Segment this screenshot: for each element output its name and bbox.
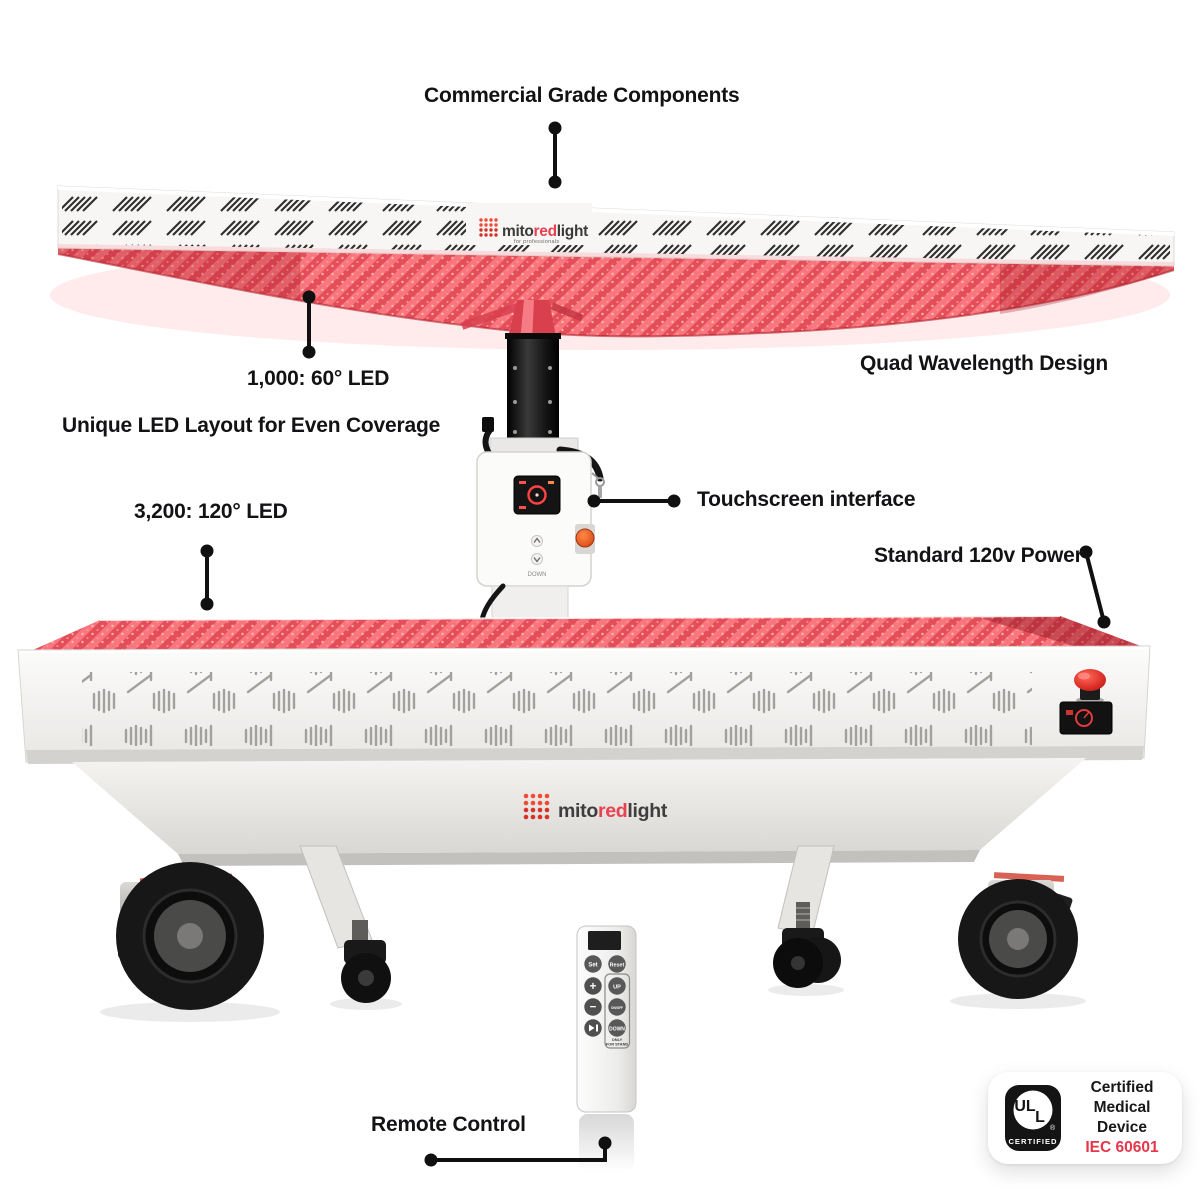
remote-mid-label: ON/OFF bbox=[611, 1006, 623, 1010]
canopy-led-underside bbox=[57, 248, 1175, 338]
brand-red: red bbox=[534, 223, 557, 240]
label-led-120: 3,200: 120° LED bbox=[134, 500, 288, 523]
remote-reset-label: Reset bbox=[610, 963, 625, 969]
lift-column: DOWN bbox=[460, 300, 605, 623]
brand-dot-grid-icon bbox=[479, 218, 498, 237]
canopy-top-highlight bbox=[58, 186, 1174, 236]
callout-line-led60 bbox=[302, 290, 316, 359]
bed-side-display bbox=[1059, 701, 1113, 735]
remote-up-label: UP bbox=[613, 985, 621, 991]
brand-light: light bbox=[557, 223, 588, 240]
ul-certified-logo: UL L ® CERTIFIED bbox=[1005, 1085, 1061, 1151]
bed-vents bbox=[82, 672, 1032, 746]
actuator-column bbox=[507, 336, 559, 448]
remote-down-button bbox=[608, 1019, 626, 1037]
caster-wheel-large-left bbox=[116, 862, 264, 1010]
touchscreen-display bbox=[513, 475, 561, 515]
callout-line-led120 bbox=[200, 544, 214, 611]
remote-screen bbox=[588, 931, 621, 950]
canopy-brand-logo: mitoredlight for professionals bbox=[466, 203, 592, 245]
caster-wheel-small-left bbox=[341, 920, 391, 1003]
remote-minus-button bbox=[584, 998, 602, 1016]
base-skirt bbox=[72, 758, 1086, 854]
play-pause-icon bbox=[589, 1024, 598, 1032]
remote-set-label: Set bbox=[588, 963, 597, 969]
remote-reset-button bbox=[608, 955, 626, 973]
estop-mushroom-button bbox=[1074, 669, 1106, 691]
canopy-light-bleed bbox=[58, 244, 1174, 266]
certification-text: Certified Medical Device IEC 60601 bbox=[1074, 1078, 1170, 1159]
skirt-brand-logo: mitoredlight bbox=[523, 793, 668, 822]
remote-stand-note: ONLY bbox=[612, 1037, 623, 1042]
remote-set-button bbox=[584, 955, 602, 973]
control-box: DOWN bbox=[476, 451, 605, 587]
down-arrow-icon bbox=[533, 557, 541, 563]
ul-certified-text: CERTIFIED bbox=[1008, 1137, 1057, 1146]
cert-line-1: Certified bbox=[1090, 1078, 1154, 1096]
up-arrow-icon bbox=[533, 537, 541, 543]
remote-control: Set Reset + − UP ON/OFF DOWN ONL bbox=[576, 925, 637, 1172]
svg-text:L: L bbox=[1035, 1109, 1045, 1126]
brand-mito: mito bbox=[558, 800, 598, 822]
brand-dot-grid-icon bbox=[523, 793, 550, 820]
brand-red: red bbox=[598, 800, 627, 822]
brand-light: light bbox=[627, 800, 667, 822]
column-strut-right bbox=[550, 302, 584, 322]
label-quad-wavelength: Quad Wavelength Design bbox=[860, 352, 1109, 375]
lift-buttons: DOWN bbox=[528, 535, 547, 578]
brand-wordmark: mitoredlight bbox=[502, 223, 588, 240]
skirt-bottom-edge bbox=[178, 850, 980, 866]
callout-line-commercial bbox=[548, 121, 562, 189]
remote-mid-button bbox=[608, 998, 626, 1016]
remote-plus-button bbox=[584, 977, 602, 995]
actuator-screws bbox=[513, 366, 552, 434]
cert-line-3: Device bbox=[1097, 1119, 1147, 1136]
label-remote-control: Remote Control bbox=[371, 1113, 526, 1136]
callout-line-remote bbox=[424, 1136, 612, 1167]
canopy-panel: mitoredlight for professionals bbox=[50, 185, 1175, 350]
caster-wheel-small-right bbox=[773, 902, 841, 988]
cert-standard: IEC 60601 bbox=[1085, 1139, 1159, 1157]
cert-line-2: Medical bbox=[1093, 1098, 1151, 1116]
lower-column bbox=[491, 585, 569, 623]
caster-wheel-large-right bbox=[958, 872, 1078, 999]
bed-led-surface bbox=[24, 615, 1146, 654]
callout-line-touchscreen bbox=[587, 494, 681, 508]
callout-lines bbox=[200, 121, 1111, 1167]
floor-shadows bbox=[100, 984, 1086, 1022]
brand-mito: mito bbox=[502, 223, 534, 240]
stand-buttons-group-outline bbox=[604, 973, 631, 1049]
column-strut-left bbox=[460, 303, 519, 330]
remote-stand-note: FOR STAND bbox=[606, 1042, 629, 1047]
label-led-60: 1,000: 60° LED bbox=[247, 367, 390, 390]
ul-letters: UL bbox=[1014, 1098, 1036, 1115]
brand-tagline: for professionals bbox=[514, 239, 559, 245]
label-unique-layout: Unique LED Layout for Even Coverage bbox=[62, 414, 441, 437]
remote-up-button bbox=[608, 977, 626, 995]
label-commercial-grade: Commercial Grade Components bbox=[424, 84, 740, 107]
box-emergency-button bbox=[575, 528, 595, 548]
hanging-key bbox=[591, 472, 605, 498]
callout-line-power bbox=[1079, 545, 1111, 629]
remote-down-label: DOWN bbox=[609, 1027, 625, 1033]
label-power: Standard 120v Power bbox=[874, 544, 1083, 567]
certification-badge-card: UL L ® CERTIFIED Certified Medical Devic… bbox=[988, 1072, 1182, 1164]
bed-base: mitoredlight bbox=[17, 615, 1151, 1010]
remote-minus-label: − bbox=[590, 1002, 597, 1014]
remote-plus-label: + bbox=[590, 981, 597, 993]
down-button-label: DOWN bbox=[528, 572, 547, 578]
label-touchscreen: Touchscreen interface bbox=[697, 488, 916, 511]
brand-wordmark: mitoredlight bbox=[558, 800, 668, 822]
bed-emergency-stop bbox=[1074, 669, 1106, 703]
registered-mark: ® bbox=[1050, 1124, 1056, 1132]
